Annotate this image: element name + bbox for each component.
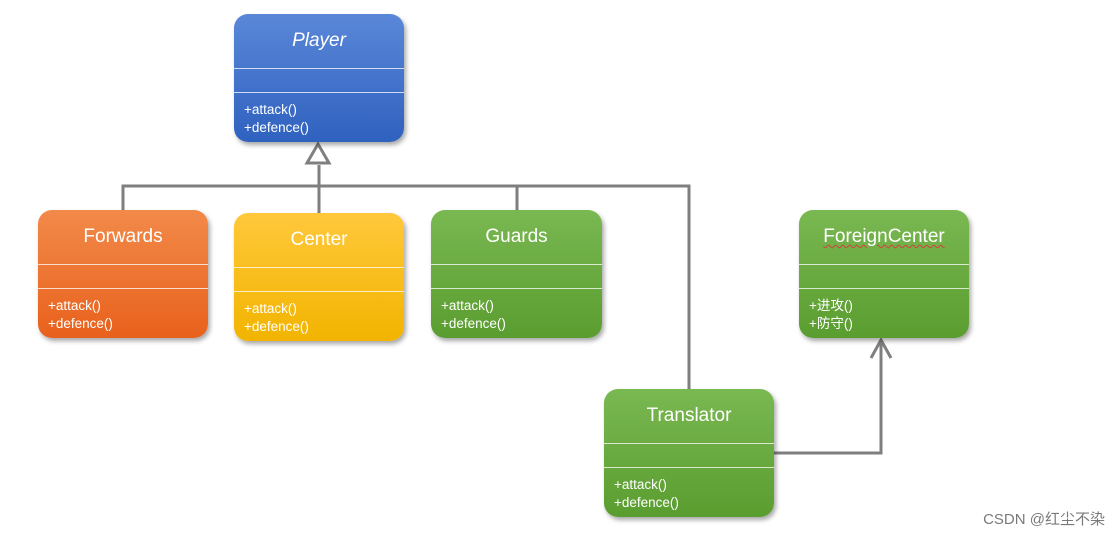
divider	[38, 288, 208, 289]
divider	[799, 264, 969, 265]
operation: +attack()	[614, 477, 667, 492]
divider	[604, 467, 774, 468]
inheritance-line-guards	[318, 184, 519, 210]
operation: +defence()	[244, 120, 309, 135]
class-name: Forwards	[83, 226, 163, 247]
class-name: Center	[290, 229, 348, 250]
translator-class[interactable]: Translator +attack() +defence()	[604, 389, 774, 517]
operations-section: +进攻() +防守()	[799, 289, 969, 333]
operations-section: +attack() +defence()	[234, 93, 404, 137]
operation: +defence()	[244, 319, 309, 334]
attributes-section	[38, 265, 208, 288]
operation: +attack()	[48, 298, 101, 313]
class-name-text: ForeignCenter	[823, 226, 945, 247]
operation: +attack()	[244, 301, 297, 316]
divider	[234, 92, 404, 93]
inheritance-line-forwards	[121, 184, 318, 210]
operation: +attack()	[441, 298, 494, 313]
operation: +防守()	[809, 316, 853, 331]
attributes-section	[604, 444, 774, 467]
class-name: Translator	[646, 405, 732, 426]
center-class[interactable]: Center +attack() +defence()	[234, 213, 404, 341]
operations-section: +attack() +defence()	[604, 468, 774, 512]
operation: +defence()	[48, 316, 113, 331]
inheritance-line-translator	[318, 184, 691, 389]
watermark: CSDN @红尘不染	[983, 511, 1105, 528]
operation: +defence()	[441, 316, 506, 331]
divider	[234, 68, 404, 69]
class-name: ForeignCenter	[799, 210, 969, 264]
operation: +defence()	[614, 495, 679, 510]
association-arrowhead	[869, 336, 893, 359]
divider	[38, 264, 208, 265]
guards-class[interactable]: Guards +attack() +defence()	[431, 210, 602, 338]
divider	[431, 288, 602, 289]
attributes-section	[799, 265, 969, 288]
forwards-class[interactable]: Forwards +attack() +defence()	[38, 210, 208, 338]
association-line	[774, 340, 883, 455]
inheritance-triangle	[304, 141, 332, 165]
foreign-center-class[interactable]: ForeignCenter +进攻() +防守()	[799, 210, 969, 338]
class-name: Player	[292, 30, 346, 51]
attributes-section	[234, 69, 404, 92]
attributes-section	[431, 265, 602, 288]
divider	[234, 267, 404, 268]
operation: +attack()	[244, 102, 297, 117]
player-class[interactable]: Player +attack() +defence()	[234, 14, 404, 142]
operations-section: +attack() +defence()	[234, 292, 404, 336]
operations-section: +attack() +defence()	[431, 289, 602, 333]
divider	[604, 443, 774, 444]
operation: +进攻()	[809, 298, 853, 313]
attributes-section	[234, 268, 404, 291]
divider	[799, 288, 969, 289]
class-name: Guards	[485, 226, 548, 247]
divider	[431, 264, 602, 265]
divider	[234, 291, 404, 292]
operations-section: +attack() +defence()	[38, 289, 208, 333]
